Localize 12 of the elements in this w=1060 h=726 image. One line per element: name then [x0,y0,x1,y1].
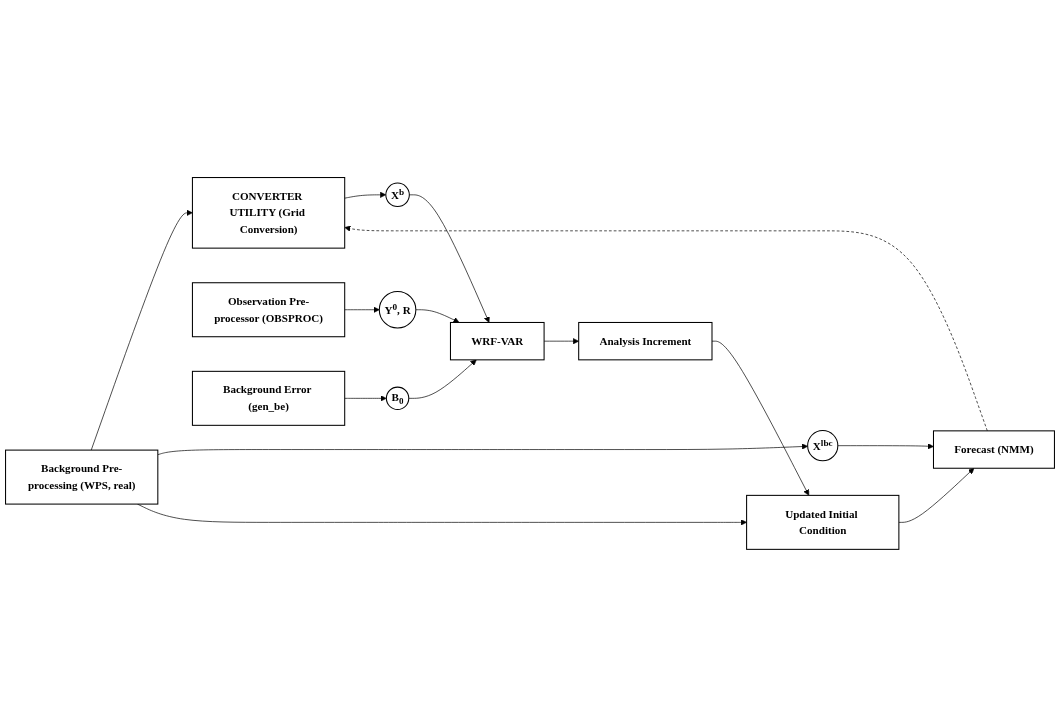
node-box: Background Pre-processing (WPS, real) [5,449,159,505]
node-circle: B$_{0}$ [385,386,410,410]
node-box: WRF-VAR [449,321,545,360]
node-box: Updated Initial Condition [746,494,900,550]
node-circle: Y$^{0}$, R [378,290,417,329]
node-box: Observation Pre-processor (OBSPROC) [191,281,346,337]
node-box: Forecast (NMM) [932,429,1055,469]
node-circle: X$^{lbc}$ [807,429,839,461]
node-box: Background Error (gen_be) [191,370,346,426]
node-circle: X$^{b}$ [385,182,410,207]
node-box: Analysis Increment [578,321,713,360]
node-box: CONVERTER UTILITY (Grid Conversion) [191,176,346,249]
